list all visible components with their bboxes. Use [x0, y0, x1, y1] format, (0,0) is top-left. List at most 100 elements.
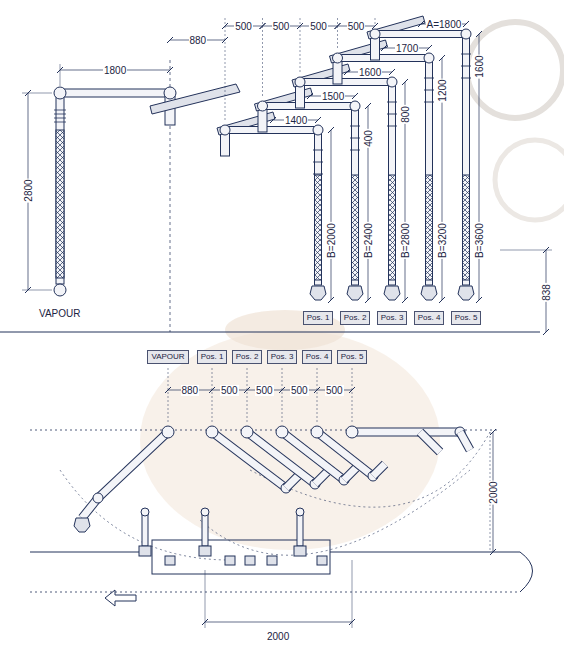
dimension-tick	[315, 117, 321, 123]
tag-text: Pos. 1	[307, 313, 330, 323]
arm-pipe	[317, 432, 373, 476]
pipe	[352, 106, 359, 285]
extension-line	[317, 368, 318, 424]
coupler	[384, 286, 400, 300]
tag-text: Pos. 2	[236, 352, 259, 362]
dimension-tick	[244, 387, 250, 393]
dimension-label: 1800	[103, 65, 127, 76]
swivel-joint	[164, 87, 176, 99]
swivel-joint	[54, 284, 66, 296]
pipe	[463, 34, 470, 285]
hose	[426, 175, 433, 280]
swivel-joint	[313, 125, 323, 135]
dimension-label: B=2800	[399, 222, 410, 259]
pipe	[263, 103, 356, 110]
dimension-label: 838	[540, 283, 551, 302]
dimension-label: 500	[234, 21, 253, 32]
arm-pipe	[344, 468, 356, 480]
pipe-flange	[461, 54, 471, 55]
dimension-label: 500	[309, 21, 328, 32]
extension-line	[205, 570, 206, 628]
tank-edge	[330, 552, 520, 553]
dimension-tick	[344, 69, 350, 75]
swivel-joint	[296, 508, 304, 516]
dimension-tick	[328, 297, 334, 303]
arm-outline	[247, 432, 315, 484]
dimension-tick	[439, 55, 445, 61]
watermark-tank	[225, 310, 345, 350]
arm-pipe	[315, 472, 327, 484]
dimension-tick	[418, 21, 424, 27]
dimension-label: 2000	[488, 480, 499, 504]
dimension-label: 1600	[474, 54, 485, 78]
arm-outline	[373, 464, 385, 476]
coupler	[74, 518, 90, 532]
arm-outline	[460, 432, 470, 450]
dimension-label: 500	[255, 385, 274, 396]
pipe-flange	[424, 90, 434, 91]
dimension-label: VAPOUR	[38, 308, 82, 319]
arm-pipe	[247, 432, 315, 484]
tag-text: VAPOUR	[151, 352, 184, 362]
dimension-tick	[167, 37, 173, 43]
dimension-label: B=3200	[436, 222, 447, 259]
swivel-joint	[93, 493, 103, 503]
dimension-tick	[165, 387, 171, 393]
pipe-flange	[54, 118, 66, 119]
hose	[315, 175, 322, 280]
swivel-joint	[387, 77, 397, 87]
dimension-tick	[222, 23, 228, 29]
pipe	[389, 82, 396, 285]
swivel-joint	[424, 53, 434, 63]
position-tag: Pos. 5	[451, 311, 482, 325]
dimension-tick	[167, 67, 173, 73]
outlet	[165, 556, 175, 565]
swivel-joint	[276, 426, 288, 438]
tag-text: Pos. 4	[418, 313, 441, 323]
dimension-tick	[260, 23, 266, 29]
dimension-label: 800	[399, 105, 410, 124]
dimension-label: 400	[362, 129, 373, 148]
tag-text: Pos. 2	[344, 313, 367, 323]
dimension-label: B=2400	[362, 222, 373, 259]
arm-pipe	[352, 429, 460, 436]
valve	[199, 546, 211, 556]
pipe	[375, 31, 466, 38]
extension-line	[500, 250, 552, 251]
dimension-tick	[439, 297, 445, 303]
swivel-joint	[54, 87, 66, 99]
watermark-stamp	[467, 22, 563, 118]
arm-pipe	[373, 464, 385, 476]
coupler	[310, 286, 326, 300]
dimension-tick	[307, 93, 313, 99]
position-tag: Pos. 1	[197, 350, 228, 364]
extension-line	[262, 18, 263, 98]
arm-outline	[282, 432, 344, 480]
tank-outline	[30, 592, 520, 593]
dimension-tick	[402, 297, 408, 303]
swivel-joint	[333, 53, 343, 63]
arm-pipe	[212, 432, 286, 488]
arm-outline	[212, 432, 286, 488]
extension-line	[375, 18, 376, 26]
tag-text: Pos. 3	[381, 313, 404, 323]
pipe-flange	[461, 78, 471, 79]
dimension-tick	[349, 387, 355, 393]
arm-outline	[352, 428, 460, 437]
hose	[389, 175, 396, 280]
position-tag: Pos. 2	[232, 350, 263, 364]
outlet	[267, 556, 277, 565]
dimension-label: B=2000	[325, 222, 336, 259]
swivel-joint	[220, 125, 230, 135]
dimension-label: 1600	[358, 67, 382, 78]
dimension-tick	[314, 387, 320, 393]
watermark-stamp	[495, 140, 564, 220]
pipe	[202, 512, 208, 546]
hose	[56, 130, 64, 278]
pipe-flange	[350, 150, 360, 151]
dimension-tick	[389, 69, 395, 75]
dimension-tick	[381, 45, 387, 51]
